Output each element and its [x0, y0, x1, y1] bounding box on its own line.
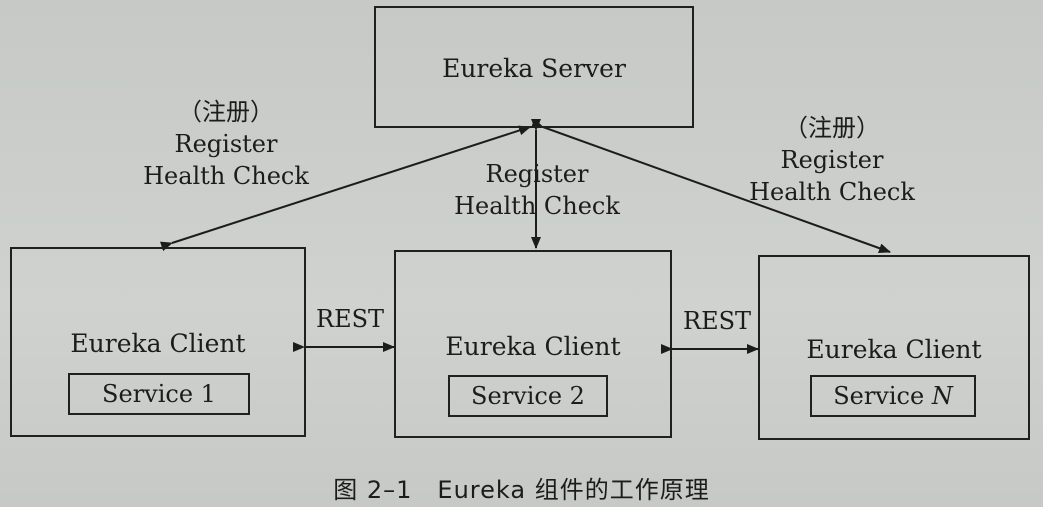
service-n-prefix: Service: [833, 382, 932, 410]
right-register-line1: Register: [780, 146, 884, 174]
right-register-cn: （注册）: [784, 114, 880, 142]
right-register-label: （注册） Register Health Check: [744, 112, 920, 208]
left-register-label: （注册） Register Health Check: [134, 96, 318, 192]
service-n-box: Service N: [810, 375, 976, 417]
eureka-client-box-2: Eureka Client Service 2: [394, 250, 672, 438]
arrow-left-client-server: [159, 125, 531, 252]
rest-label-right: REST: [683, 307, 752, 335]
eureka-client-title-n: Eureka Client: [806, 335, 982, 364]
eureka-client-box-n: Eureka Client Service N: [758, 255, 1030, 440]
center-register-line1: Register: [485, 160, 589, 188]
center-register-label: Register Health Check: [448, 158, 626, 222]
left-register-line1: Register: [174, 130, 278, 158]
left-register-cn: （注册）: [178, 98, 274, 126]
eureka-server-title: Eureka Server: [442, 54, 626, 83]
service-1-box: Service 1: [68, 373, 250, 415]
figure-caption: 图 2–1 Eureka 组件的工作原理: [333, 476, 710, 504]
right-register-line2: Health Check: [749, 178, 915, 206]
service-n-variable: N: [931, 382, 953, 410]
eureka-client-title-1: Eureka Client: [70, 329, 246, 358]
arrow-right-client-server: [530, 118, 891, 253]
service-2-box: Service 2: [448, 375, 608, 417]
eureka-server-box: Eureka Server: [374, 6, 694, 128]
eureka-client-box-1: Eureka Client Service 1: [10, 247, 306, 437]
rest-label-left: REST: [316, 305, 385, 333]
left-register-line2: Health Check: [143, 162, 309, 190]
eureka-client-title-2: Eureka Client: [445, 332, 621, 361]
center-register-line2: Health Check: [454, 192, 620, 220]
